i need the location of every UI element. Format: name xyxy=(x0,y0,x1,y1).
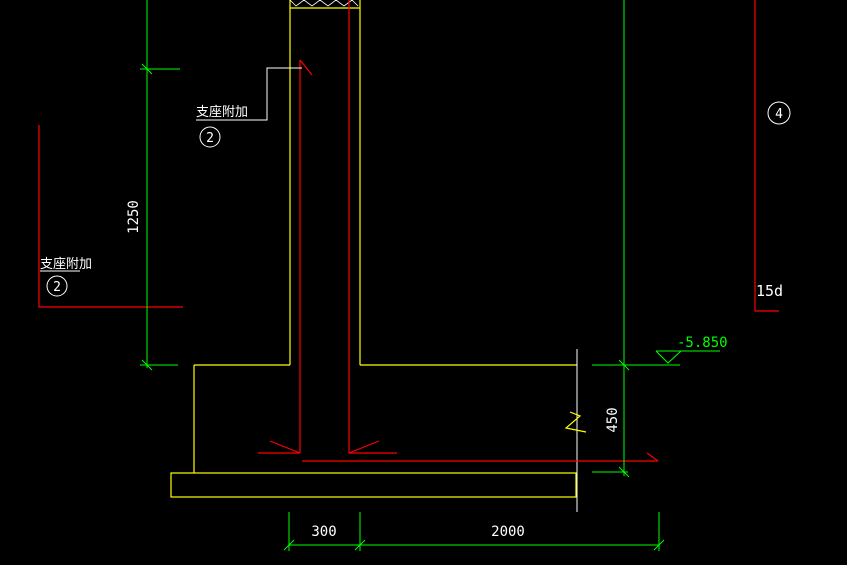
dimension-lines xyxy=(140,0,720,551)
break-symbol xyxy=(564,411,587,433)
dim-text-2000: 2000 xyxy=(491,524,525,540)
bar-mark-4: 4 xyxy=(775,107,783,122)
dim-text-300: 300 xyxy=(311,524,336,540)
bar-mark-circle-2b xyxy=(46,275,68,297)
rebar-bar-4 xyxy=(754,0,779,312)
label-support-additional-1: 支座附加 xyxy=(196,105,248,120)
rebar-right-hook xyxy=(348,440,397,454)
dim-text-450: 450 xyxy=(605,407,621,432)
rebar-left-hook xyxy=(258,440,301,454)
bar-mark-2b: 2 xyxy=(53,280,61,295)
rebar-wall-left-hook xyxy=(299,59,313,76)
label-support-additional-2: 支座附加 xyxy=(40,257,92,272)
dim-text-1250: 1250 xyxy=(126,200,142,234)
label-anchorage-15d: 15d xyxy=(756,282,783,300)
elevation-symbol xyxy=(655,350,683,364)
wall-top-hatch xyxy=(289,0,359,7)
rebar-lines xyxy=(38,0,779,462)
rebar-support-additional xyxy=(38,125,183,308)
bar-mark-circle-2a xyxy=(199,126,221,148)
rebar-footing-bottom-hook xyxy=(646,452,659,462)
blinding-layer xyxy=(170,472,577,498)
bar-mark-circle-4 xyxy=(767,101,791,125)
leader-lines xyxy=(40,67,791,297)
elevation-text: -5.850 xyxy=(677,335,728,351)
bar-mark-2a: 2 xyxy=(206,131,214,146)
concrete-outline xyxy=(170,0,577,498)
leader-support-1 xyxy=(196,67,302,121)
